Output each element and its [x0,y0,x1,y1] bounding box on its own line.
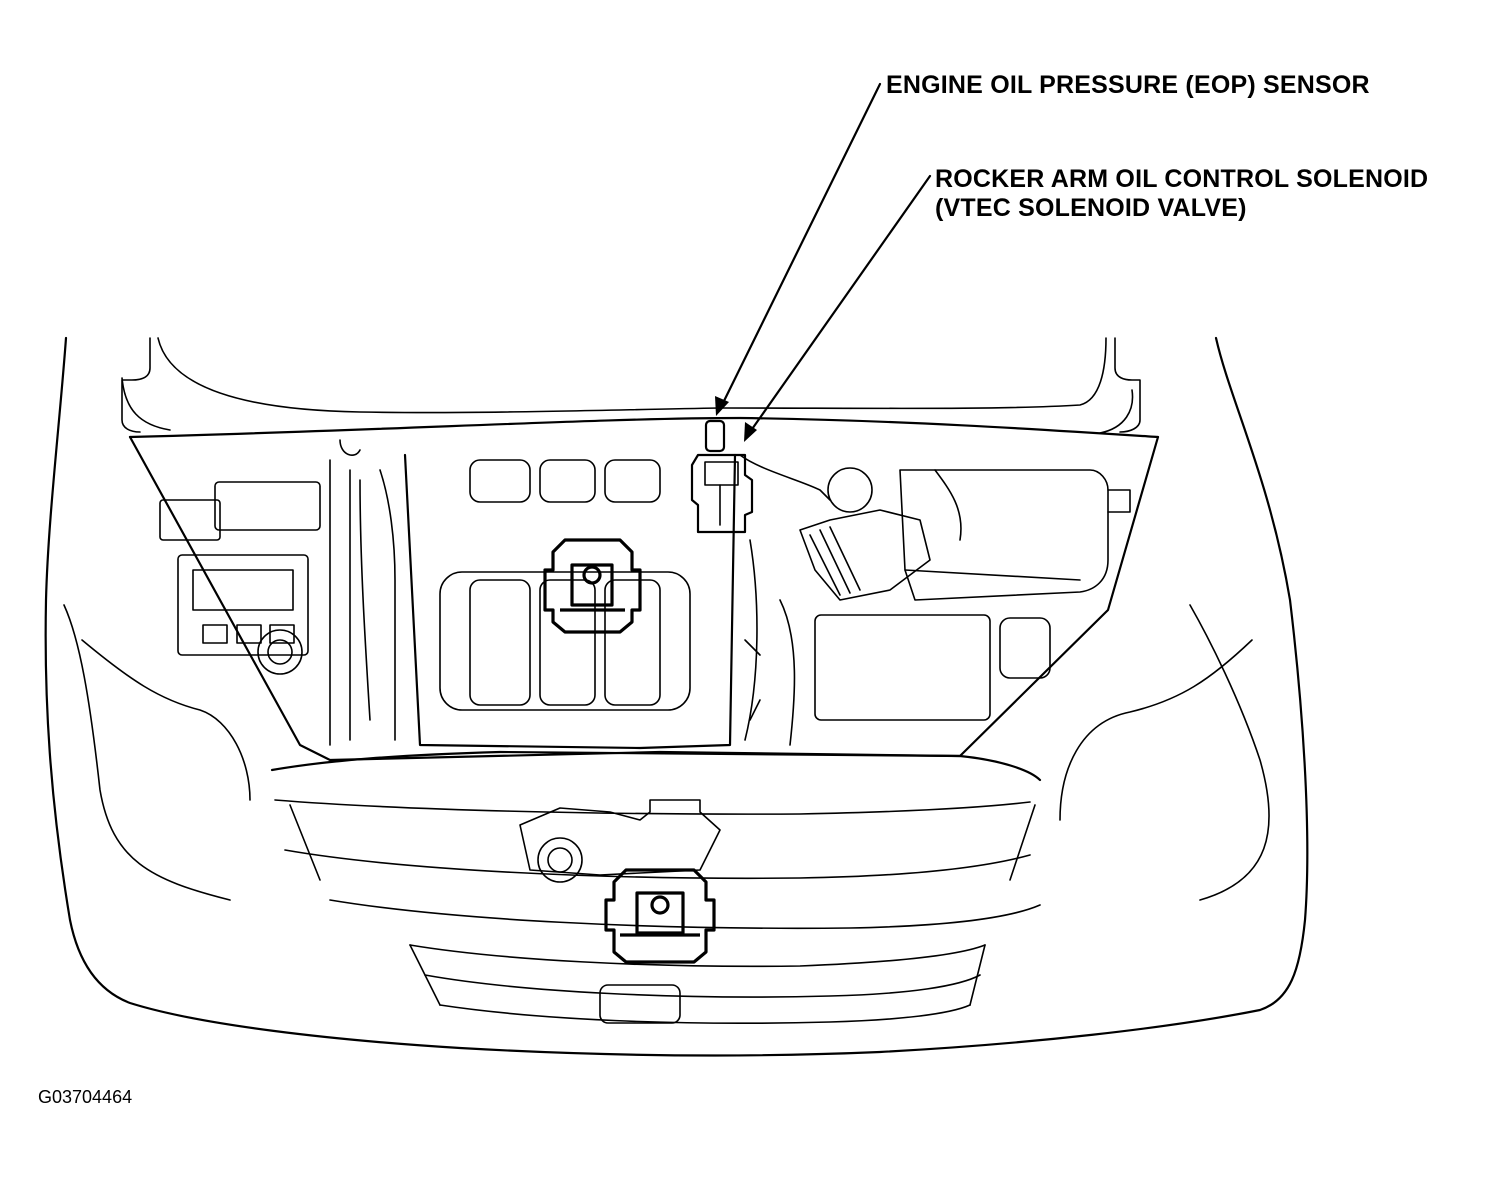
eop-sensor-leader [715,82,882,416]
solenoid-label-line1: ROCKER ARM OIL CONTROL SOLENOID [935,165,1429,193]
left-hoses [329,439,396,746]
solenoid-leader [744,174,932,442]
lower-connector-symbol [604,868,716,964]
figure-code: G03704464 [38,1087,133,1107]
hood-frame [121,337,1160,762]
car-body-outline [44,336,1309,1057]
vtec-solenoid-component [690,419,754,534]
fuse-box [159,481,321,675]
solenoid-label-line2: (VTEC SOLENOID VALVE) [935,194,1247,222]
eop-sensor-label: ENGINE OIL PRESSURE (EOP) SENSOR [886,71,1370,99]
upper-connector-symbol [543,538,642,634]
front-bumper [270,750,1042,1025]
engine-detail-lines [744,539,796,746]
air-intake [739,454,1131,721]
engine-cover [403,453,737,750]
